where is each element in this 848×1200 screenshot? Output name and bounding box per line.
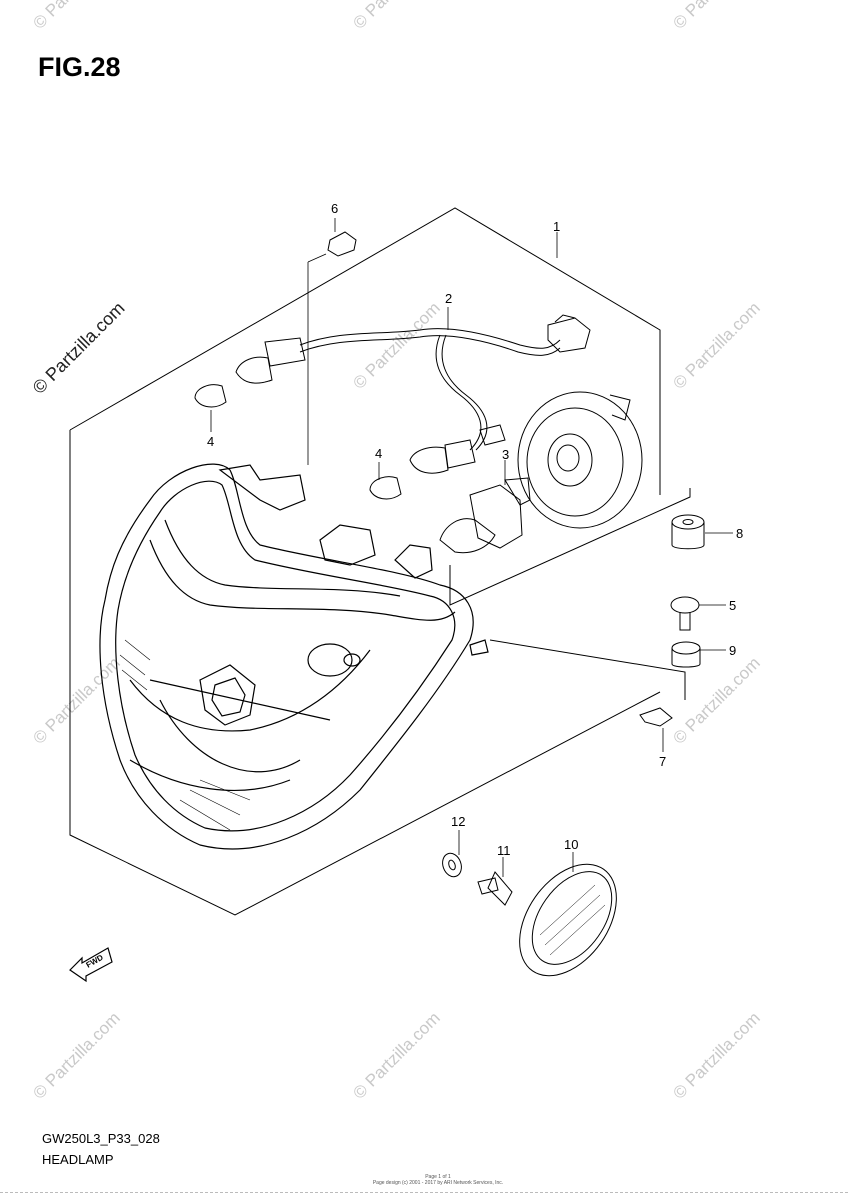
watermark: © Partzilla.com [349, 298, 443, 392]
figure-title: FIG.28 [38, 52, 121, 82]
callout-4: 4 [375, 446, 382, 461]
bottom-divider [0, 1192, 848, 1193]
figure-name: HEADLAMP [42, 1152, 114, 1167]
watermark: © Partzilla.com [29, 0, 123, 33]
headlamp-housing [99, 463, 489, 850]
callout-1: 1 [553, 219, 560, 234]
leader-lines [210, 218, 733, 877]
main-bulb [439, 477, 531, 554]
callout-8: 8 [736, 526, 743, 541]
watermark: © Partzilla.com [29, 653, 123, 747]
callout-9: 9 [729, 643, 736, 658]
callout-5: 5 [729, 598, 736, 613]
watermark: © Partzilla.com [669, 0, 763, 33]
callout-10: 10 [564, 837, 578, 852]
grommet [671, 514, 705, 550]
screw [670, 596, 700, 631]
washer [442, 852, 462, 878]
callout-4: 4 [207, 434, 214, 449]
watermark-layer: © Partzilla.com © Partzilla.com © Partzi… [29, 0, 763, 1103]
watermark: © Partzilla.com [349, 0, 443, 33]
watermark: © Partzilla.com [669, 1008, 763, 1102]
footer-line: Page design (c) 2001 - 2017 by ARI Netwo… [372, 1180, 504, 1186]
watermark-dark: © Partzilla.com [29, 298, 129, 398]
forward-direction-arrow: FWD [69, 947, 113, 983]
bolt [477, 871, 513, 906]
watermark: © Partzilla.com [669, 653, 763, 747]
watermark: © Partzilla.com [29, 1008, 123, 1102]
callout-6: 6 [331, 201, 338, 216]
callout-labels: 1 2 3 4 4 5 6 7 8 9 10 11 12 [207, 201, 743, 858]
callout-7: 7 [659, 754, 666, 769]
callout-11: 11 [497, 843, 511, 858]
dust-cover [517, 391, 643, 529]
callout-2: 2 [445, 291, 452, 306]
assembly-outline [69, 207, 691, 916]
page-footer: Page 1 of 1 Page design (c) 2001 - 2017 … [358, 1174, 518, 1186]
watermark: © Partzilla.com [669, 298, 763, 392]
callout-12: 12 [451, 814, 465, 829]
wire-harness [235, 314, 591, 474]
cushion [671, 641, 701, 668]
footer-line: Page 1 of 1 [425, 1174, 451, 1180]
reflector [519, 863, 617, 977]
callout-3: 3 [502, 447, 509, 462]
wedge-bulb [194, 384, 402, 500]
figure-code: GW250L3_P33_028 [42, 1131, 160, 1146]
clip [327, 231, 673, 727]
watermark: © Partzilla.com [349, 1008, 443, 1102]
